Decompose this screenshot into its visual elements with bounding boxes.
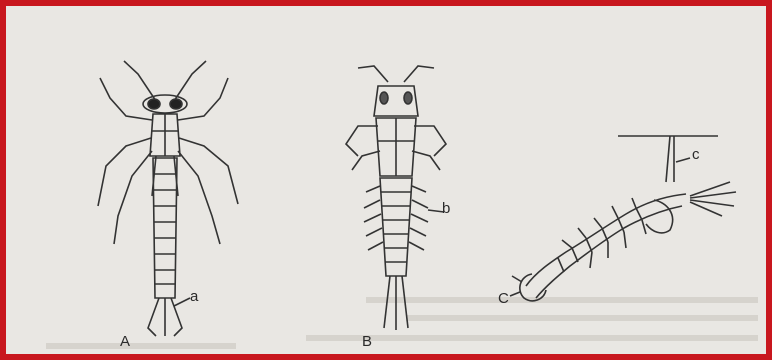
figure-drawing [6, 6, 766, 354]
panel-letter-c: C [498, 290, 509, 307]
specimen-a [98, 61, 238, 336]
bleed-through-text [46, 300, 758, 346]
specimen-b [346, 66, 446, 330]
specimen-c [510, 136, 736, 301]
panel-letter-a: A [120, 333, 130, 350]
pointer-label-c: c [692, 146, 700, 163]
pointer-label-b: b [442, 200, 450, 217]
pointer-label-a: a [190, 288, 198, 305]
panel-letter-b: B [362, 333, 372, 350]
